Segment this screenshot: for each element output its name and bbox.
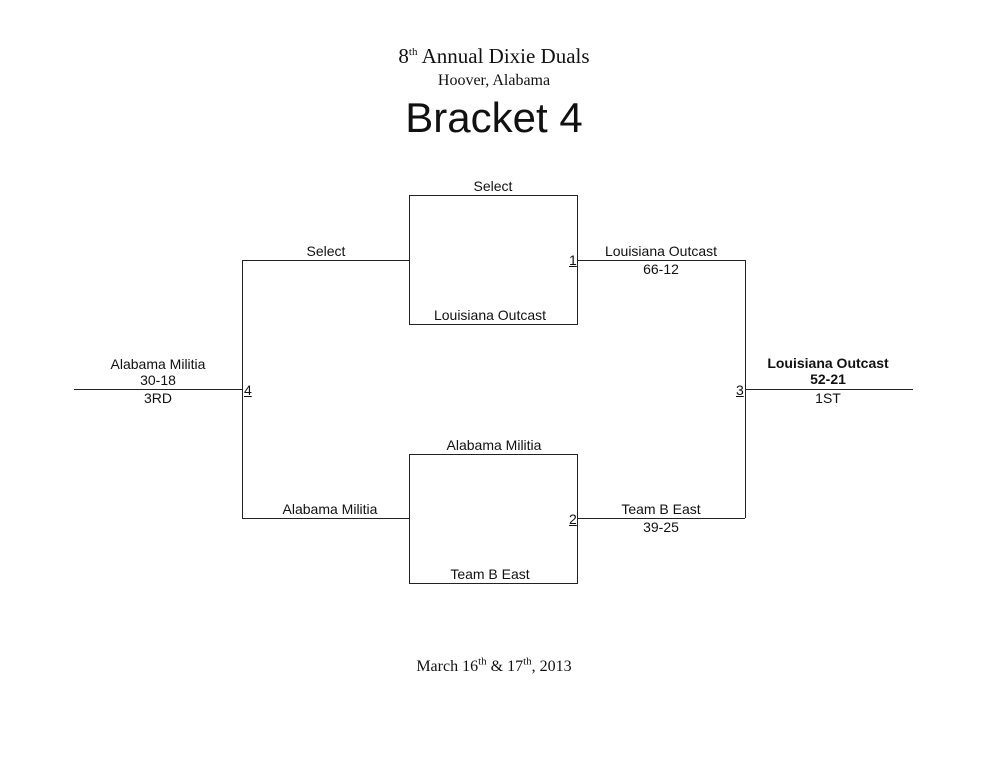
consolation-bottom-line <box>242 518 409 519</box>
match-1-box <box>409 195 578 325</box>
championship-top-line <box>578 260 745 261</box>
date-month: March <box>416 658 459 675</box>
match-2-score: 39-25 <box>643 519 679 535</box>
match-4-number: 4 <box>244 382 252 398</box>
champion-team: Louisiana Outcast <box>767 355 889 371</box>
champion-place: 1ST <box>815 390 841 406</box>
championship-bottom-line <box>578 518 745 519</box>
champion-score: 52-21 <box>810 371 846 387</box>
champion-line <box>745 389 913 390</box>
match-4-bottom-team: Alabama Militia <box>282 501 378 517</box>
date-day2-suffix: th <box>523 655 532 668</box>
third-place-score: 30-18 <box>140 372 176 388</box>
third-place-line <box>74 389 242 390</box>
third-place-label: 3RD <box>143 390 173 406</box>
event-title: 8th Annual Dixie Duals <box>398 44 589 68</box>
bracket-title: Bracket 4 <box>405 94 583 141</box>
match-3-number: 3 <box>736 382 744 398</box>
match-1-number: 1 <box>569 252 577 268</box>
consolation-connector <box>242 260 243 518</box>
edition-suffix: th <box>408 46 418 58</box>
match-1-bottom-team: Louisiana Outcast <box>433 307 547 323</box>
match-2-bottom-team: Team B East <box>450 566 530 582</box>
match-2-number: 2 <box>569 511 577 527</box>
edition-number: 8 <box>398 44 409 68</box>
match-4-top-team: Select <box>306 243 346 259</box>
match-2-winner: Team B East <box>621 501 701 517</box>
date-ampersand: & <box>490 658 504 675</box>
event-name: Annual Dixie Duals <box>421 44 590 68</box>
date-day2: 17 <box>507 658 524 675</box>
match-1-winner: Louisiana Outcast <box>604 243 718 259</box>
date-day1: 16 <box>462 658 479 675</box>
event-location: Hoover, Alabama <box>437 72 551 89</box>
match-1-top-team: Select <box>473 178 513 194</box>
date-day1-suffix: th <box>478 655 487 668</box>
match-1-score: 66-12 <box>643 261 679 277</box>
third-place-team: Alabama Militia <box>110 356 206 372</box>
match-2-top-team: Alabama Militia <box>446 437 542 453</box>
date-year: , 2013 <box>531 658 572 675</box>
consolation-top-line <box>242 260 409 261</box>
event-date: March 16th & 17th, 2013 <box>416 655 572 677</box>
match-2-box <box>409 454 578 584</box>
